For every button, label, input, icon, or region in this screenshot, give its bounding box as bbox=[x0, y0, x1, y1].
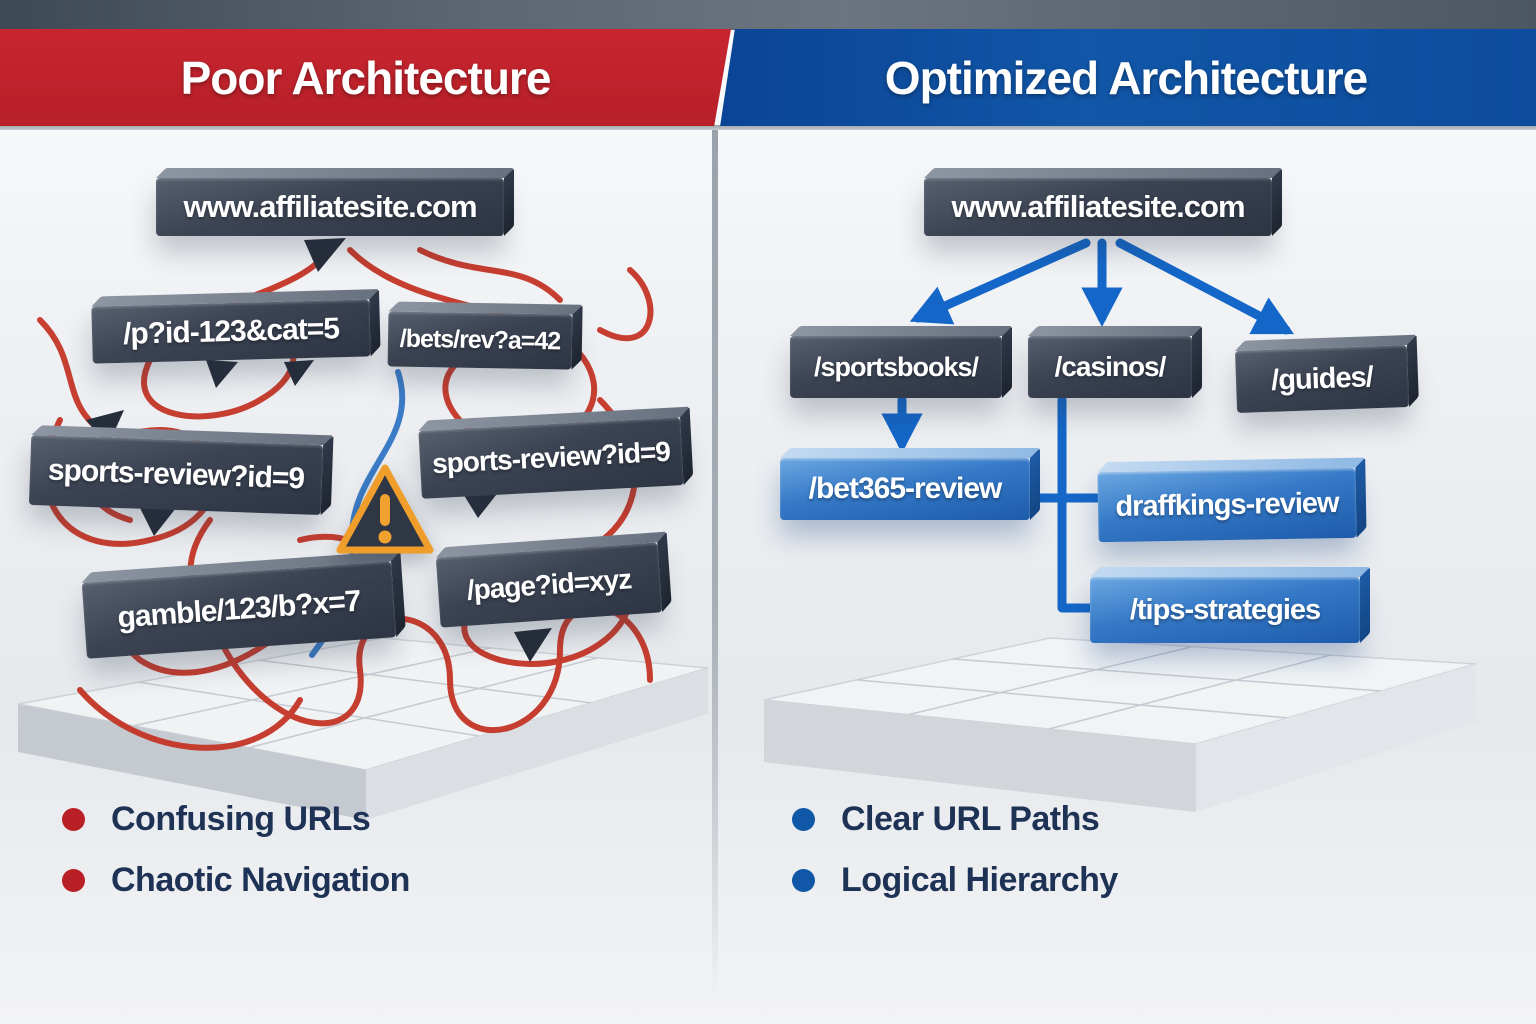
red-dot-bullet bbox=[62, 808, 85, 831]
url-box-duplicate-2: sports-review?id=9 bbox=[418, 417, 684, 499]
header-underline bbox=[0, 125, 1536, 130]
bullet-label: Chaotic Navigation bbox=[111, 861, 410, 899]
category-box-casinos: /casinos/ bbox=[1028, 336, 1192, 398]
bullet-label: Confusing URLs bbox=[111, 800, 371, 838]
url-box-messy-1: /p?id-123&cat=5 bbox=[91, 299, 371, 364]
url-box-messy-2: /bets/rev?a=42 bbox=[387, 311, 573, 370]
left-platform bbox=[17, 637, 709, 820]
optimized-architecture-bullets: Clear URL Paths Logical Hierarchy bbox=[792, 800, 1118, 900]
poor-architecture-bullets: Confusing URLs Chaotic Navigation bbox=[62, 800, 410, 900]
blue-dot-bullet bbox=[792, 869, 815, 892]
bullet-item: Clear URL Paths bbox=[792, 800, 1118, 839]
root-url-box-optimized: www.affiliatesite.com bbox=[924, 178, 1272, 236]
warning-triangle-icon bbox=[336, 464, 434, 554]
header-optimized-title: Optimized Architecture bbox=[884, 51, 1368, 104]
header-poor-architecture: Poor Architecture bbox=[0, 29, 731, 126]
category-box-sportsbooks: /sportsbooks/ bbox=[790, 336, 1002, 398]
bullet-label: Logical Hierarchy bbox=[841, 861, 1118, 899]
header-poor-title: Poor Architecture bbox=[180, 51, 552, 104]
root-url-box-poor: www.affiliatesite.com bbox=[156, 178, 504, 236]
panel-divider bbox=[712, 128, 718, 1000]
page-box-bet365-review: /bet365-review bbox=[780, 458, 1030, 520]
top-bar bbox=[0, 0, 1536, 30]
right-platform bbox=[763, 637, 1477, 812]
bullet-item: Logical Hierarchy bbox=[792, 861, 1118, 900]
blue-dot-bullet bbox=[792, 808, 815, 831]
page-box-draftkings-review: draffkings-review bbox=[1097, 467, 1357, 543]
bullet-item: Chaotic Navigation bbox=[62, 861, 410, 900]
bullet-item: Confusing URLs bbox=[62, 800, 410, 839]
red-dot-bullet bbox=[62, 869, 85, 892]
url-box-duplicate-1: sports-review?id=9 bbox=[28, 434, 324, 516]
header-optimized-architecture: Optimized Architecture bbox=[720, 29, 1536, 126]
category-box-guides: /guides/ bbox=[1234, 345, 1410, 413]
page-box-tips-strategies: /tips-strategies bbox=[1090, 577, 1360, 643]
bullet-label: Clear URL Paths bbox=[841, 800, 1100, 838]
